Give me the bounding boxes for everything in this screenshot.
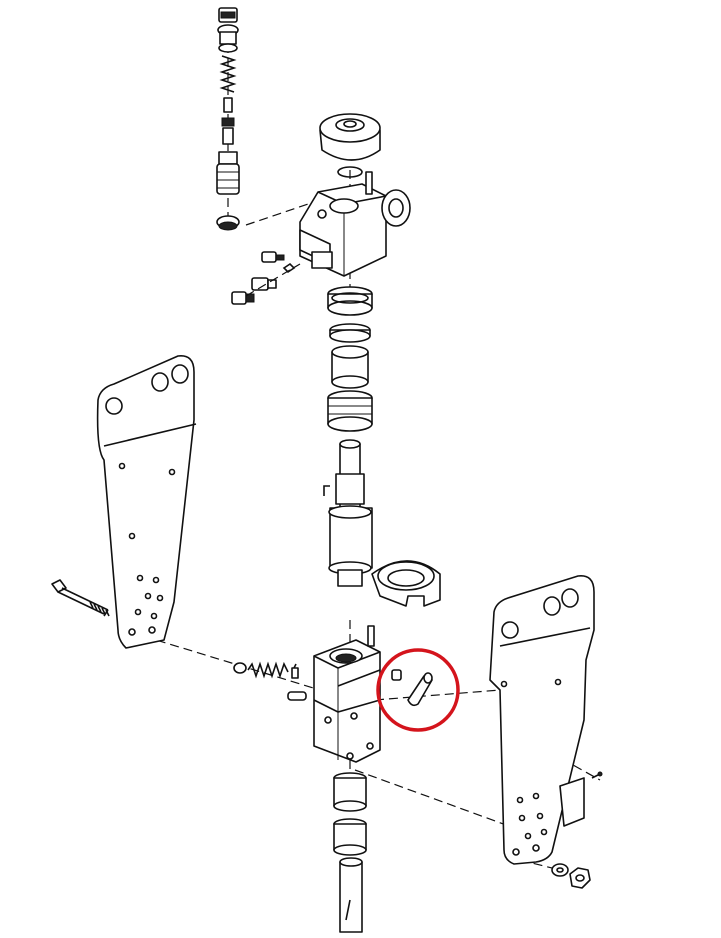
retaining-collar: [371, 560, 441, 607]
washer-nut: [551, 863, 591, 889]
left-side-plate: [96, 355, 197, 649]
highlighted-pin: [391, 669, 433, 707]
right-side-plate: [489, 575, 595, 865]
long-bolt: [51, 579, 110, 617]
lower-body-block: [313, 625, 381, 763]
head-fittings: [231, 251, 301, 305]
lower-spring-assembly: [233, 661, 307, 701]
piston-cylinder: [323, 439, 373, 587]
cylinder-head: [299, 171, 411, 277]
name-plate: [559, 771, 603, 827]
valve-stack: [216, 7, 240, 231]
lower-bushing-tool: [333, 772, 367, 933]
seal-stack: [327, 286, 373, 432]
top-cap: [319, 113, 381, 178]
highlight-circle: [376, 648, 460, 732]
